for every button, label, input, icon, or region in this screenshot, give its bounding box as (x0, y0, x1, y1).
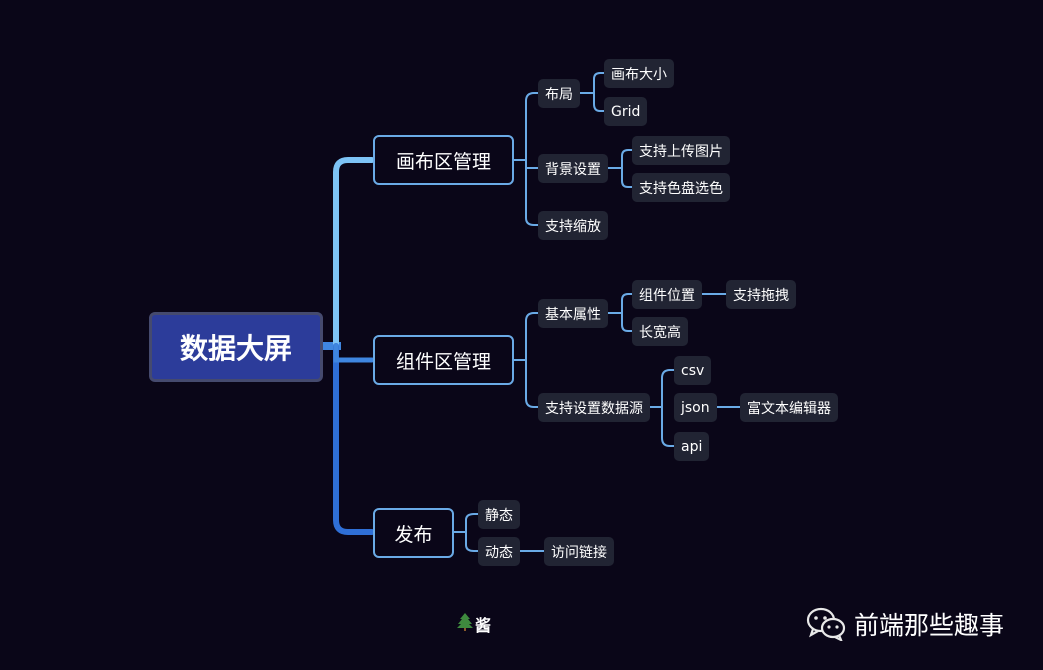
brand-watermark: 前端那些趣事 (806, 606, 1005, 643)
node-static[interactable]: 静态 (478, 500, 520, 529)
node-drag-support[interactable]: 支持拖拽 (726, 280, 796, 309)
branch-canvas-management[interactable]: 画布区管理 (373, 135, 514, 185)
node-upload-image[interactable]: 支持上传图片 (632, 136, 730, 165)
footer-mark: 酱 (457, 612, 491, 636)
node-dynamic[interactable]: 动态 (478, 537, 520, 566)
branch-publish[interactable]: 发布 (373, 508, 454, 558)
wechat-icon (806, 607, 846, 643)
root-node[interactable]: 数据大屏 (149, 312, 323, 382)
node-component-position[interactable]: 组件位置 (632, 280, 702, 309)
node-dimensions[interactable]: 长宽高 (632, 317, 688, 346)
brand-name: 前端那些趣事 (854, 611, 1005, 640)
node-rich-text-editor[interactable]: 富文本编辑器 (740, 393, 838, 422)
node-color-picker[interactable]: 支持色盘选色 (632, 173, 730, 202)
node-basic-properties[interactable]: 基本属性 (538, 299, 608, 328)
node-layout[interactable]: 布局 (538, 79, 580, 108)
node-json[interactable]: json (674, 393, 717, 422)
node-canvas-size[interactable]: 画布大小 (604, 59, 674, 88)
node-background-settings[interactable]: 背景设置 (538, 154, 608, 183)
node-csv[interactable]: csv (674, 356, 712, 385)
node-access-link[interactable]: 访问链接 (544, 537, 614, 566)
node-datasource[interactable]: 支持设置数据源 (538, 393, 650, 422)
node-zoom[interactable]: 支持缩放 (538, 211, 608, 240)
branch-component-management[interactable]: 组件区管理 (373, 335, 514, 385)
node-api[interactable]: api (674, 432, 710, 461)
node-grid[interactable]: Grid (604, 97, 648, 126)
root-trunk (323, 157, 375, 535)
footer-mark-text: 酱 (475, 616, 492, 635)
pine-tree-icon (457, 613, 473, 635)
